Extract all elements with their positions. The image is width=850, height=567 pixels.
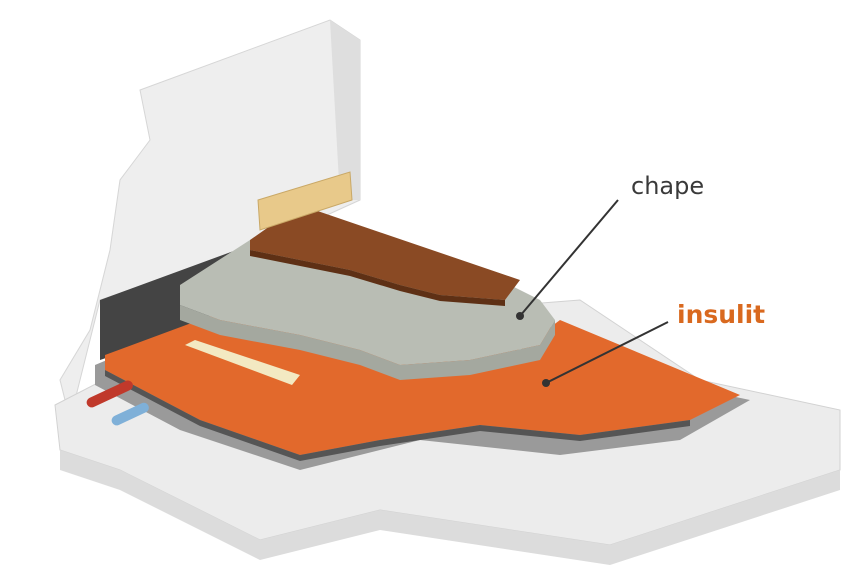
skirting-board xyxy=(257,171,353,231)
chape-label: chape xyxy=(631,172,705,200)
wall-face xyxy=(330,20,360,200)
pipe-red xyxy=(86,380,133,408)
chape-leader-line xyxy=(519,199,619,317)
insulit-leader-line xyxy=(545,321,669,384)
wood-floor xyxy=(250,205,520,300)
insulit-label: insulit xyxy=(677,300,766,329)
joint-tape xyxy=(185,340,300,385)
pipe-blue xyxy=(111,402,149,426)
